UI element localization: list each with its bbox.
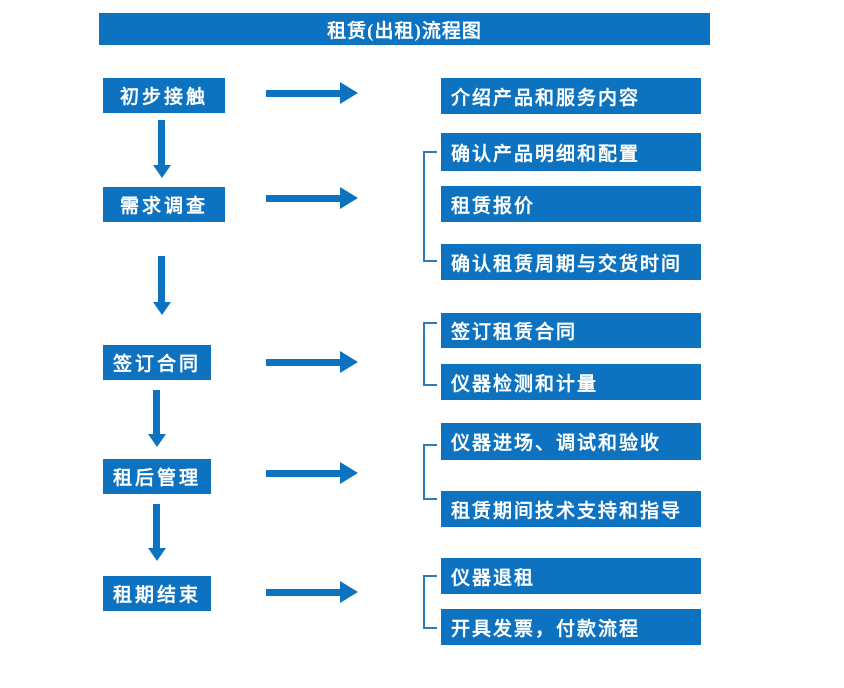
arrow-right-5 — [266, 581, 358, 603]
detail-instrument-inspection-metering: 仪器检测和计量 — [441, 364, 701, 400]
bracket-sign-contract-group — [423, 322, 437, 386]
step-sign-contract: 签订合同 — [103, 345, 211, 380]
detail-invoice-payment-process: 开具发票，付款流程 — [441, 609, 701, 645]
detail-rental-technical-support: 租赁期间技术支持和指导 — [441, 491, 701, 527]
bracket-demand-survey-group — [423, 151, 437, 262]
arrow-right-head — [340, 82, 358, 104]
step-demand-survey: 需求调查 — [103, 187, 225, 222]
detail-introduce-products-services: 介绍产品和服务内容 — [441, 78, 701, 114]
arrow-right-shaft — [266, 589, 341, 596]
bracket-rental-end-group — [423, 575, 437, 629]
arrow-right-shaft — [266, 195, 341, 202]
arrow-down-3 — [148, 390, 166, 447]
arrow-down-head — [148, 434, 166, 447]
arrow-right-shaft — [266, 470, 341, 477]
bracket-post-rental-group — [423, 444, 437, 500]
arrow-down-shaft — [153, 390, 160, 434]
arrow-down-4 — [148, 504, 166, 561]
arrow-right-head — [340, 462, 358, 484]
step-post-rental-management: 租后管理 — [103, 459, 211, 494]
arrow-down-shaft — [158, 256, 165, 302]
arrow-right-2 — [266, 187, 358, 209]
arrow-right-head — [340, 351, 358, 373]
detail-instrument-return: 仪器退租 — [441, 558, 701, 594]
arrow-right-1 — [266, 82, 358, 104]
detail-rental-quotation: 租赁报价 — [441, 186, 701, 222]
flowchart-title: 租赁(出租)流程图 — [99, 13, 710, 45]
arrow-down-head — [153, 302, 171, 315]
arrow-right-4 — [266, 462, 358, 484]
arrow-right-shaft — [266, 359, 341, 366]
arrow-down-2 — [153, 256, 171, 315]
detail-confirm-rental-period-delivery: 确认租赁周期与交货时间 — [441, 244, 701, 280]
arrow-down-head — [153, 165, 171, 178]
detail-sign-rental-contract: 签订租赁合同 — [441, 313, 701, 348]
detail-instrument-entry-debug-acceptance: 仪器进场、调试和验收 — [441, 423, 701, 460]
arrow-down-shaft — [158, 120, 165, 165]
step-initial-contact: 初步接触 — [103, 78, 225, 113]
arrow-down-shaft — [153, 504, 160, 548]
arrow-right-3 — [266, 351, 358, 373]
arrow-right-shaft — [266, 90, 341, 97]
step-rental-end: 租期结束 — [103, 576, 211, 611]
arrow-down-1 — [153, 120, 171, 178]
detail-confirm-product-details: 确认产品明细和配置 — [441, 133, 701, 171]
arrow-right-head — [340, 581, 358, 603]
arrow-right-head — [340, 187, 358, 209]
arrow-down-head — [148, 548, 166, 561]
